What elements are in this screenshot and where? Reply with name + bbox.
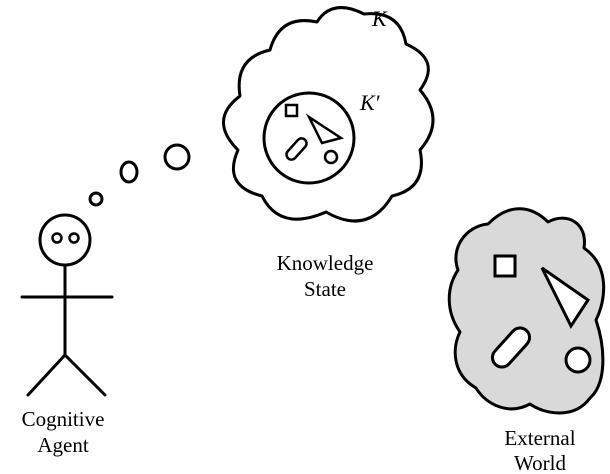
world-label-line1: External: [504, 426, 575, 450]
knowledge-symbol-k-prime: K′: [359, 90, 381, 115]
agent-right-eye: [68, 232, 80, 244]
knowledge-square-icon: [284, 103, 299, 118]
world-square-icon: [493, 254, 517, 278]
world-triangle-icon: [540, 266, 591, 330]
knowledge-circle-icon: [323, 149, 339, 165]
world-label-line2: World: [514, 451, 566, 474]
agent-left-leg: [26, 353, 67, 397]
knowledge-label-line1: Knowledge: [277, 251, 374, 275]
thought-bubble-small: [88, 191, 104, 207]
knowledge-capsule-icon: [285, 137, 308, 161]
agent-label-line2: Agent: [37, 433, 88, 457]
agent-head: [38, 213, 92, 267]
thought-bubbles: [88, 143, 191, 207]
agent-right-leg: [63, 353, 107, 397]
knowledge-label-line2: State: [304, 277, 346, 301]
agent-label-line1: Cognitive: [22, 407, 105, 431]
agent-left-eye: [51, 232, 63, 244]
knowledge-symbol-k: K: [371, 6, 388, 31]
cognitive-agent-figure: [20, 213, 114, 397]
thought-bubble-large: [163, 143, 191, 171]
thought-bubble-medium: [119, 160, 139, 184]
world-shapes: [490, 254, 592, 374]
world-capsule-icon: [490, 326, 532, 369]
knowledge-triangle-icon: [305, 113, 345, 145]
world-circle-icon: [564, 346, 592, 374]
knowledge-inner-shapes: [284, 103, 345, 165]
